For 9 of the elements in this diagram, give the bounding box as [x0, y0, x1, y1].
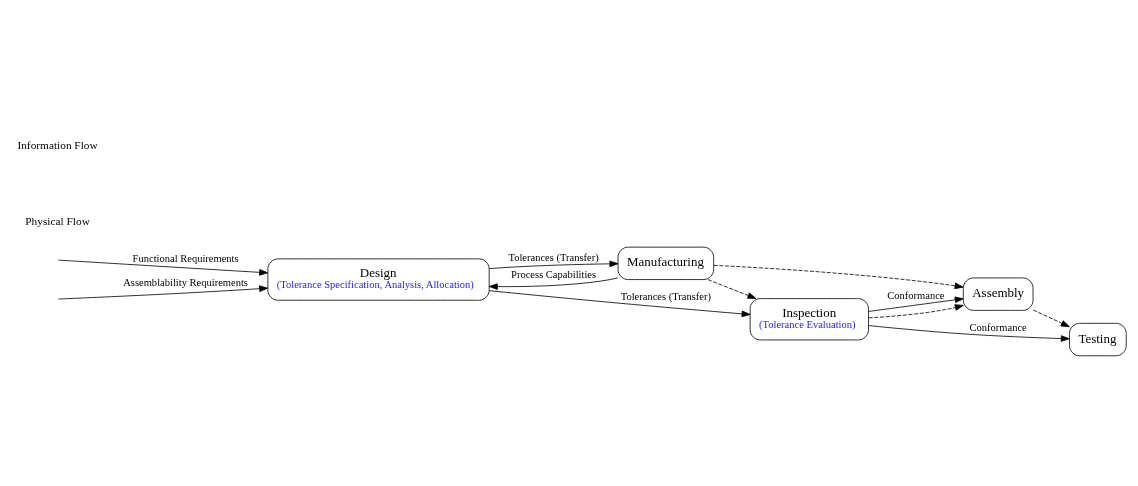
- legend-label: Physical Flow: [25, 214, 90, 227]
- edge-label: Assemblability Requirements: [123, 276, 248, 288]
- edge-label: Conformance: [969, 321, 1027, 333]
- legend-label: Information Flow: [17, 138, 98, 151]
- edge-label: Process Capabilities: [511, 268, 597, 280]
- edge-label: Tolerances (Transfer): [620, 290, 711, 302]
- edge-label: Tolerances (Transfer): [508, 251, 599, 263]
- edge-label: Conformance: [887, 289, 945, 301]
- edge-label: Functional Requirements: [132, 252, 239, 264]
